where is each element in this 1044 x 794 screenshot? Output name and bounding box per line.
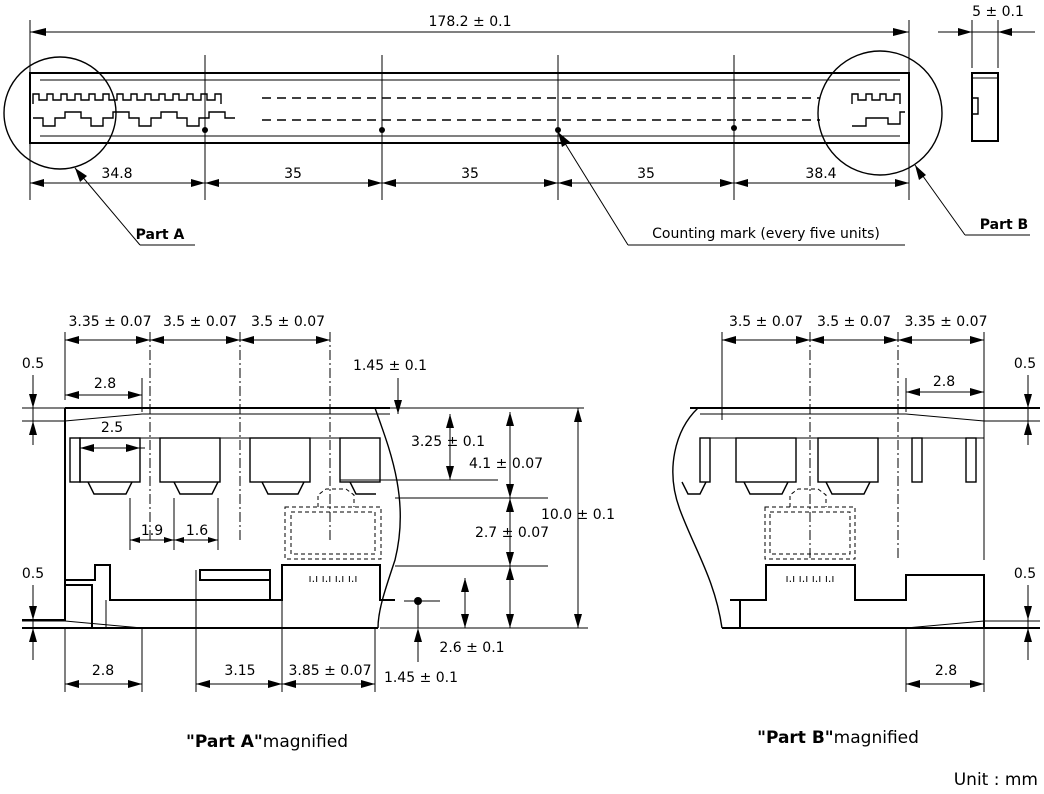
overall-length-label: 178.2 ± 0.1 xyxy=(429,14,512,30)
b-offset-top: 2.8 xyxy=(933,374,955,390)
b-offset-bottom: 2.8 xyxy=(935,663,957,679)
a-pitch-2: 3.5 ± 0.07 xyxy=(163,314,237,330)
part-b-magnified: 3.5 ± 0.07 3.5 ± 0.07 3.35 ± 0.07 2.8 0.… xyxy=(672,314,1040,748)
a-gap-1: 1.9 xyxy=(141,523,163,539)
pitch-3-label: 35 xyxy=(461,166,479,182)
a-height-3: 2.7 ± 0.07 xyxy=(475,525,549,541)
part-b-caption: "Part B"magnified xyxy=(757,728,919,748)
thickness-label: 5 ± 0.1 xyxy=(972,4,1024,20)
part-a-magnified: 3.35 ± 0.07 3.5 ± 0.07 3.5 ± 0.07 2.8 0.… xyxy=(22,314,615,752)
a-depth-1: 1.45 ± 0.1 xyxy=(353,358,427,374)
a-height-2: 4.1 ± 0.07 xyxy=(469,456,543,472)
unit-label: Unit : mm xyxy=(954,770,1038,790)
a-total-height: 10.0 ± 0.1 xyxy=(541,507,615,523)
a-edge-top: 0.5 xyxy=(22,356,44,372)
a-depth-2: 1.45 ± 0.1 xyxy=(384,670,458,686)
b-pitch-2: 3.5 ± 0.07 xyxy=(817,314,891,330)
b-edge-top: 0.5 xyxy=(1014,356,1036,372)
a-edge-bottom: 0.5 xyxy=(22,566,44,582)
stick-body xyxy=(29,72,910,144)
a-offset-top: 2.8 xyxy=(94,376,116,392)
a-height-1: 3.25 ± 0.1 xyxy=(411,434,485,450)
part-b-label: Part B xyxy=(980,217,1028,233)
a-bottom-1: 2.8 xyxy=(92,663,114,679)
a-cavity-width: 2.5 xyxy=(101,420,123,436)
svg-text:ı.ı ı.ı ı.ı ı.ı: ı.ı ı.ı ı.ı ı.ı xyxy=(309,572,358,585)
a-pitch-3: 3.5 ± 0.07 xyxy=(251,314,325,330)
pitch-first-label: 34.8 xyxy=(101,166,132,182)
b-pitch-3: 3.35 ± 0.07 xyxy=(905,314,988,330)
counting-mark-label: Counting mark (every five units) xyxy=(652,226,880,242)
part-a-detail-circle xyxy=(3,56,117,170)
pitch-last-label: 38.4 xyxy=(805,166,836,182)
a-gap-2: 1.6 xyxy=(186,523,208,539)
a-bottom-2: 3.15 xyxy=(224,663,255,679)
part-b-detail-circle xyxy=(817,50,943,176)
a-pitch-1: 3.35 ± 0.07 xyxy=(69,314,152,330)
svg-text:ı.ı ı.ı ı.ı ı.ı: ı.ı ı.ı ı.ı ı.ı xyxy=(786,572,835,585)
top-view: 178.2 ± 0.1 xyxy=(3,4,1035,246)
part-a-caption: "Part A"magnified xyxy=(186,732,348,752)
pitch-2-label: 35 xyxy=(284,166,302,182)
b-edge-bottom: 0.5 xyxy=(1014,566,1036,582)
side-view xyxy=(971,72,999,142)
part-a-label: Part A xyxy=(136,227,185,243)
a-bottom-3: 3.85 ± 0.07 xyxy=(289,663,372,679)
a-height-4: 2.6 ± 0.1 xyxy=(439,640,504,656)
b-pitch-1: 3.5 ± 0.07 xyxy=(729,314,803,330)
pitch-4-label: 35 xyxy=(637,166,655,182)
